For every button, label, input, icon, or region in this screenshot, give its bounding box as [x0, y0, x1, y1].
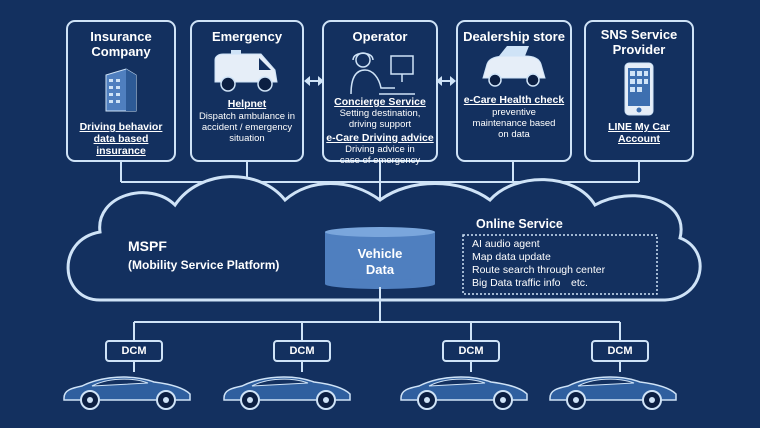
box-link: Driving behavior data based insurance: [79, 121, 163, 157]
online-service-item: AI audio agent: [472, 238, 540, 250]
online-service-item: Map data update: [472, 251, 551, 263]
operator-box: Operator Concierge Service Setting desti…: [322, 20, 438, 166]
box-link: LINE My Car Account: [608, 121, 670, 145]
box-description: Dispatch ambulance in accident / emergen…: [198, 111, 296, 144]
car-maintenance-icon: [482, 46, 546, 87]
box-link-driving-advice: e-Care Driving advice: [326, 132, 434, 144]
dcm-box: DCM: [273, 340, 331, 362]
box-link-concierge: Concierge Service: [334, 96, 426, 108]
box-link: Helpnet: [227, 98, 267, 110]
database-cylinder: [325, 227, 435, 289]
dcm-box: DCM: [105, 340, 163, 362]
box-title: Emergency: [211, 29, 283, 44]
online-service-frame: [462, 234, 658, 295]
car-icon: [549, 376, 677, 410]
box-title: Insurance Company: [90, 29, 152, 59]
box-description: preventive maintenance based on data: [472, 107, 556, 140]
box-description-concierge: Setting destination, driving support: [339, 108, 421, 130]
dcm-box: DCM: [591, 340, 649, 362]
car-icon: [400, 376, 528, 410]
box-title: SNS Service Provider: [600, 27, 678, 57]
dealership-store-box: Dealership store e-Care Health check pre…: [456, 20, 572, 162]
office-building-icon: [105, 68, 137, 112]
ambulance-icon: [214, 50, 278, 92]
online-service-item: Big Data traffic info etc.: [472, 277, 588, 289]
box-description-driving-advice: Driving advice in case of emergency: [339, 144, 421, 166]
box-link: e-Care Health check: [463, 94, 565, 106]
sns-service-provider-box: SNS Service Provider LINE My Car Account: [584, 20, 694, 162]
insurance-company-box: Insurance Company Driving behavior data …: [66, 20, 176, 162]
dcm-box: DCM: [442, 340, 500, 362]
online-service-list: AI audio agent Map data update Route sea…: [472, 238, 605, 290]
car-icon: [223, 376, 351, 410]
emergency-box: Emergency Helpnet Dispatch ambulance in …: [190, 20, 304, 162]
box-title: Operator: [352, 29, 408, 44]
vehicle-data-label: Vehicle Data: [357, 246, 403, 277]
platform-subtitle: (Mobility Service Platform): [128, 258, 280, 272]
double-arrow-right: [436, 76, 456, 86]
online-service-item: Route search through center: [472, 264, 606, 276]
smartphone-icon: [624, 62, 654, 116]
double-arrow-left: [304, 76, 324, 86]
car-icon: [63, 376, 191, 410]
online-service-title: Online Service: [476, 217, 563, 231]
platform-title: MSPF: [128, 238, 167, 254]
operator-headset-icon: [350, 52, 415, 95]
box-title: Dealership store: [463, 29, 565, 44]
